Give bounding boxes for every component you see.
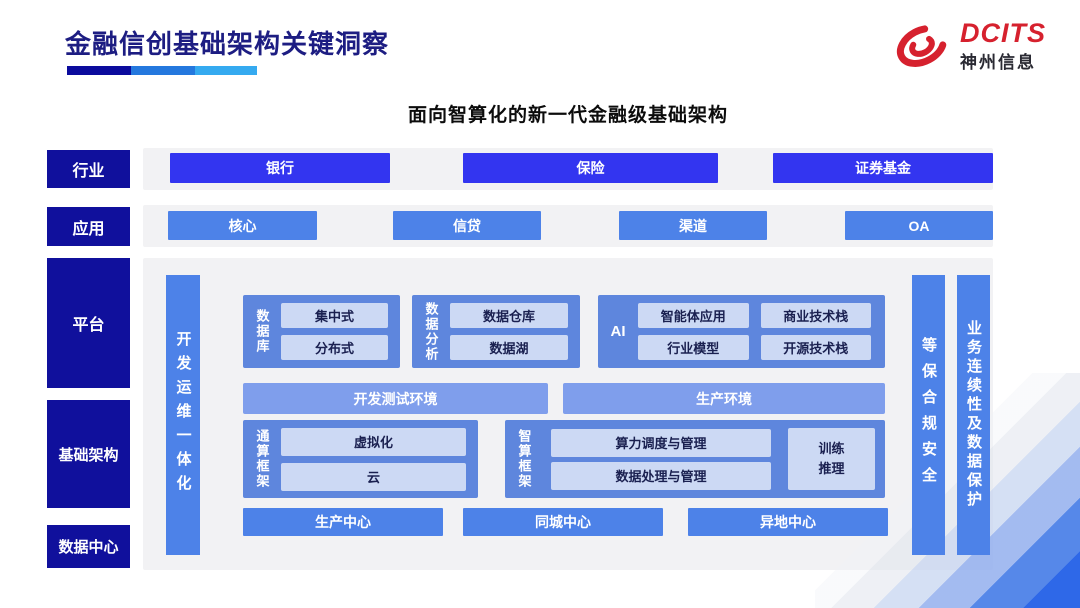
training-inference-box: 训练推理	[788, 428, 875, 490]
underline-segment-mid	[131, 66, 195, 75]
intelligent-compute-group: 智算框架 算力调度与管理 数据处理与管理 训练推理	[505, 420, 885, 498]
remote-center-box: 异地中心	[688, 508, 888, 536]
ai-group-label: AI	[610, 323, 626, 340]
application-channel-box: 渠道	[619, 211, 767, 240]
agent-application-box: 智能体应用	[638, 303, 749, 328]
centralized-db-box: 集中式	[281, 303, 388, 328]
general-compute-group-label: 通算框架	[254, 429, 270, 489]
database-group-label: 数据库	[254, 309, 270, 354]
compute-scheduling-box: 算力调度与管理	[551, 428, 771, 457]
logo-text: DCITS 神州信息	[960, 19, 1046, 72]
ai-group-items: 智能体应用 商业技术栈 行业模型 开源技术栈	[638, 295, 885, 368]
logo-brand-text: DCITS	[960, 18, 1046, 49]
data-lake-box: 数据湖	[450, 335, 568, 360]
title-underline	[67, 66, 257, 75]
sidebar-item-datacenter: 数据中心	[47, 525, 130, 568]
dcits-logo: DCITS 神州信息	[892, 18, 1046, 74]
data-warehouse-box: 数据仓库	[450, 303, 568, 328]
training-inference-label: 训练推理	[818, 440, 845, 476]
same-city-center-box: 同城中心	[463, 508, 663, 536]
intelligent-compute-group-label: 智算框架	[516, 429, 532, 489]
page-title: 金融信创基础架构关键洞察	[65, 29, 390, 59]
dcits-swirl-icon	[896, 25, 948, 67]
sidebar-item-platform: 平台	[47, 258, 130, 388]
underline-segment-dark	[67, 66, 131, 75]
application-credit-box: 信贷	[393, 211, 541, 240]
industry-insurance-box: 保险	[463, 153, 718, 183]
industry-bank-box: 银行	[170, 153, 390, 183]
industry-securities-box: 证券基金	[773, 153, 993, 183]
opensource-stack-box: 开源技术栈	[760, 335, 871, 360]
commercial-stack-box: 商业技术栈	[760, 303, 871, 328]
application-oa-box: OA	[845, 211, 993, 240]
data-analytics-group: 数据分析 数据仓库 数据湖	[412, 295, 580, 368]
cloud-box: 云	[281, 462, 466, 491]
dev-test-environment-bar: 开发测试环境	[243, 383, 548, 414]
diagram-title: 面向智算化的新一代金融级基础架构	[407, 105, 728, 126]
security-compliance-vertical-bar: 等保合规安全	[912, 275, 945, 555]
database-group: 数据库 集中式 分布式	[243, 295, 400, 368]
distributed-db-box: 分布式	[281, 335, 388, 360]
application-core-box: 核心	[168, 211, 317, 240]
data-processing-box: 数据处理与管理	[551, 461, 771, 490]
data-analytics-group-items: 数据仓库 数据湖	[450, 295, 580, 368]
sidebar-item-infrastructure: 基础架构	[47, 400, 130, 508]
intelligent-compute-group-items: 算力调度与管理 数据处理与管理	[551, 420, 771, 498]
underline-segment-light	[195, 66, 257, 75]
virtualization-box: 虚拟化	[281, 427, 466, 456]
industry-model-box: 行业模型	[638, 335, 749, 360]
sidebar-item-application: 应用	[47, 207, 130, 246]
sidebar-item-industry: 行业	[47, 150, 130, 188]
data-analytics-group-label: 数据分析	[423, 301, 439, 362]
production-environment-bar: 生产环境	[563, 383, 885, 414]
ai-group: AI 智能体应用 商业技术栈 行业模型 开源技术栈	[598, 295, 885, 368]
logo-company-text: 神州信息	[960, 52, 1036, 72]
database-group-items: 集中式 分布式	[281, 295, 400, 368]
general-compute-group: 通算框架 虚拟化 云	[243, 420, 478, 498]
general-compute-group-items: 虚拟化 云	[281, 420, 478, 498]
devops-vertical-bar: 开发运维一体化	[166, 275, 200, 555]
production-center-box: 生产中心	[243, 508, 443, 536]
business-continuity-vertical-bar: 业务连续性及数据保护	[957, 275, 990, 555]
